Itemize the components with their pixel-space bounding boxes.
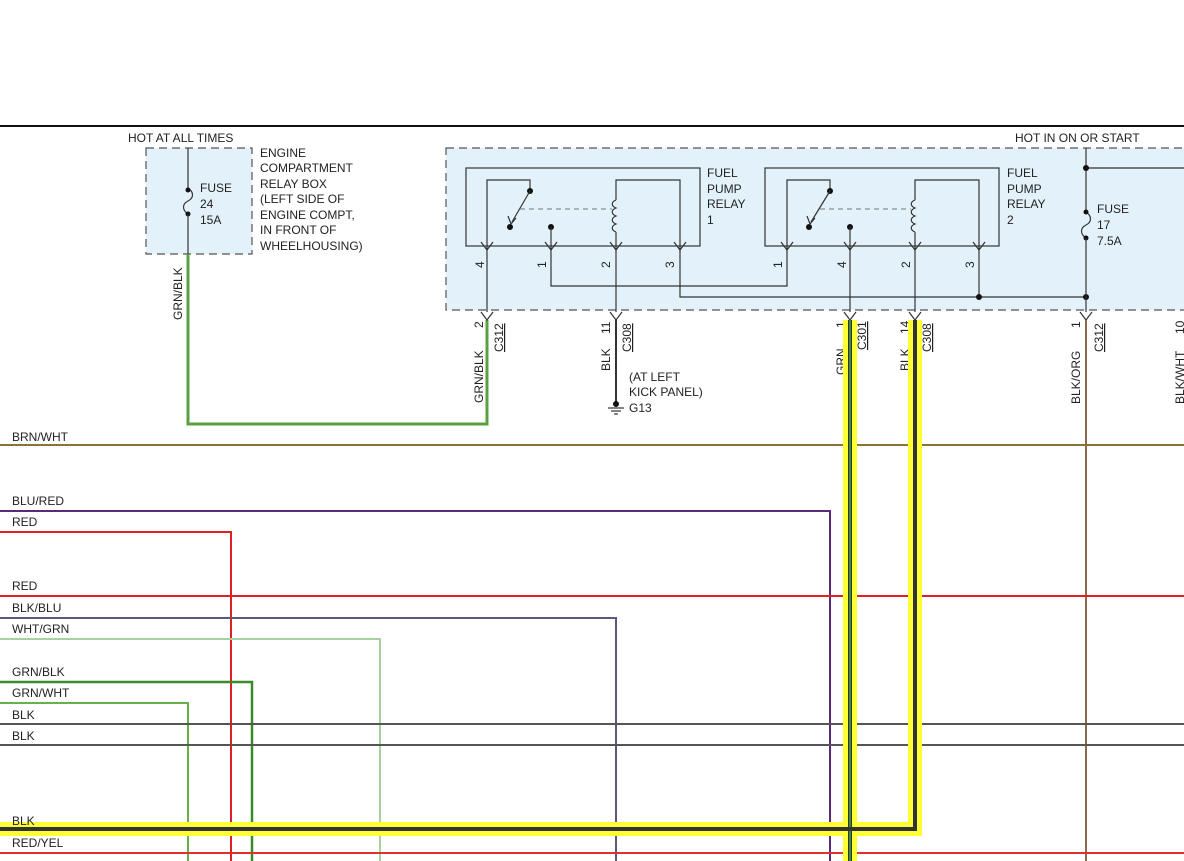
svg-text:BLK/WHT: BLK/WHT [1173, 350, 1184, 404]
grn-blk-fuse-wire [186, 254, 489, 426]
fuse17-label-2: 17 [1097, 218, 1111, 232]
svg-text:4: 4 [473, 261, 487, 268]
svg-text:C301: C301 [855, 321, 869, 350]
svg-text:1: 1 [535, 261, 549, 268]
svg-text:IN FRONT OF: IN FRONT OF [260, 223, 336, 237]
red-wire-1 [0, 531, 232, 861]
wht-grn-wire [0, 638, 381, 861]
relay-box-panel [445, 147, 1184, 311]
fuse24-symbol [182, 187, 194, 215]
svg-text:RELAY BOX: RELAY BOX [260, 177, 327, 191]
blu-red-wire [0, 510, 831, 861]
fuse24-label-3: 15A [200, 213, 221, 227]
svg-text:FUEL: FUEL [1007, 166, 1038, 180]
svg-text:BLK: BLK [599, 348, 613, 371]
fuse24-wire-label: GRN/BLK [171, 267, 185, 320]
fuse17-label-3: 7.5A [1097, 234, 1122, 248]
svg-text:C312: C312 [1092, 323, 1106, 352]
svg-text:10: 10 [1173, 320, 1184, 334]
svg-text:3: 3 [663, 261, 677, 268]
svg-text:RELAY: RELAY [1007, 197, 1045, 211]
wire-label-blk-2: BLK [12, 729, 35, 743]
svg-text:ENGINE COMPT,: ENGINE COMPT, [260, 208, 355, 222]
relay-box-label: ENGINE COMPARTMENT RELAY BOX (LEFT SIDE … [260, 146, 363, 253]
blk-blu-wire [0, 617, 617, 861]
svg-text:1: 1 [771, 261, 785, 268]
wire-label-blk-blu: BLK/BLU [12, 601, 61, 615]
wire-label-blk-1: BLK [12, 708, 35, 722]
connector-blkwht-10: BLK/WHT 10 [1173, 320, 1184, 404]
svg-text:2: 2 [899, 261, 913, 268]
svg-text:4: 4 [835, 261, 849, 268]
svg-text:RELAY: RELAY [707, 197, 745, 211]
fuse24-label-2: 24 [200, 197, 214, 211]
wire-label-red-1: RED [12, 515, 38, 529]
svg-text:2: 2 [1007, 213, 1014, 227]
svg-text:ENGINE: ENGINE [260, 146, 306, 160]
grn-blk-wire [0, 680, 254, 861]
svg-text:GRN/BLK: GRN/BLK [472, 350, 486, 403]
hot-at-all-times-label: HOT AT ALL TIMES [128, 131, 233, 145]
svg-text:3: 3 [963, 261, 977, 268]
grn-wht-wire [0, 702, 189, 861]
fuel-pump-relay-1: FUEL PUMP RELAY 1 4 1 2 3 [465, 166, 745, 268]
fuel-pump-relay-2: FUEL PUMP RELAY 2 1 4 2 3 [764, 166, 1045, 268]
fuse17-label-1: FUSE [1097, 202, 1129, 216]
ground-g13-label: (AT LEFT KICK PANEL) G13 [629, 370, 703, 415]
connector-c308-blk-11: BLK 11 C308 [599, 321, 634, 371]
svg-text:2: 2 [599, 261, 613, 268]
connector-c312-blkorg: BLK/ORG 1 C312 [1069, 321, 1106, 404]
hot-in-on-or-start-label: HOT IN ON OR START [1015, 131, 1140, 145]
wire-label-grn-wht: GRN/WHT [12, 686, 70, 700]
svg-text:G13: G13 [629, 401, 652, 415]
svg-text:(LEFT SIDE OF: (LEFT SIDE OF [260, 192, 344, 206]
fuse17-symbol [1080, 211, 1092, 239]
svg-text:C308: C308 [620, 323, 634, 352]
svg-text:PUMP: PUMP [1007, 182, 1042, 196]
wire-label-red-2: RED [12, 579, 38, 593]
svg-text:C312: C312 [492, 323, 506, 352]
wire-label-blu-red: BLU/RED [12, 494, 64, 508]
svg-text:FUEL: FUEL [707, 166, 738, 180]
highlighted-circuit [0, 320, 922, 861]
svg-text:PUMP: PUMP [707, 182, 742, 196]
fuse24-label-1: FUSE [200, 181, 232, 195]
wire-label-red-yel: RED/YEL [12, 836, 64, 850]
svg-text:(AT LEFT: (AT LEFT [629, 370, 681, 384]
svg-text:COMPARTMENT: COMPARTMENT [260, 161, 354, 175]
wire-label-brn-wht: BRN/WHT [12, 430, 69, 444]
svg-text:1: 1 [707, 213, 714, 227]
fuse24-panel [145, 147, 253, 255]
wire-label-wht-grn: WHT/GRN [12, 622, 69, 636]
svg-text:1: 1 [1069, 321, 1083, 328]
svg-text:C308: C308 [920, 323, 934, 352]
wire-label-blk-3: BLK [12, 814, 35, 828]
svg-text:1: 1 [834, 321, 848, 328]
svg-text:BLK/ORG: BLK/ORG [1069, 351, 1083, 404]
svg-text:KICK PANEL): KICK PANEL) [629, 385, 703, 399]
connector-c312-grnblk: GRN/BLK 2 C312 [472, 321, 506, 403]
wire-label-grn-blk: GRN/BLK [12, 665, 65, 679]
svg-text:11: 11 [599, 321, 613, 334]
svg-text:WHEELHOUSING): WHEELHOUSING) [260, 239, 363, 253]
svg-text:2: 2 [472, 321, 486, 328]
